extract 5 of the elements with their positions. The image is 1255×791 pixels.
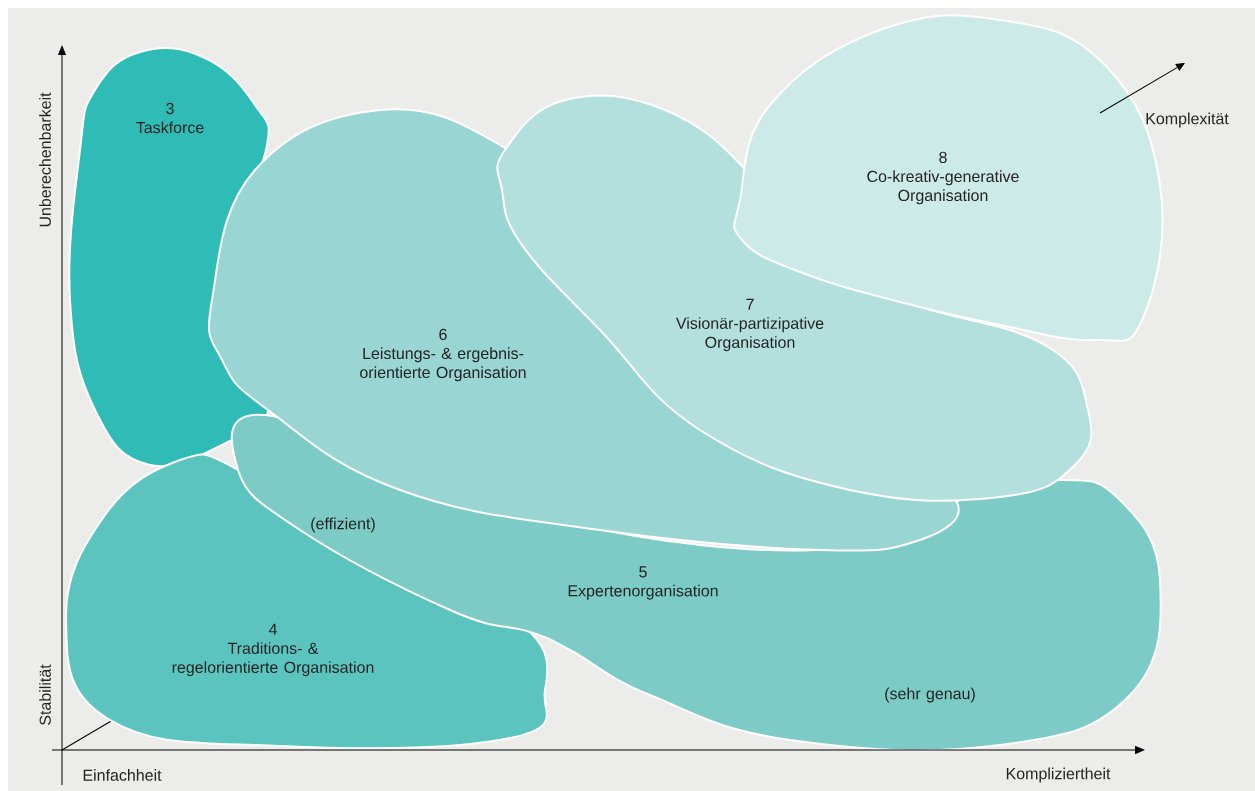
axis-label: Unberechenbarkeit xyxy=(39,92,51,227)
axis-label: Stabilität xyxy=(39,664,51,725)
axis-label: Einfachheit xyxy=(83,769,162,781)
region-blob: 3 Taskforce xyxy=(68,47,270,468)
axis-label: Kompliziertheit xyxy=(1006,767,1111,783)
